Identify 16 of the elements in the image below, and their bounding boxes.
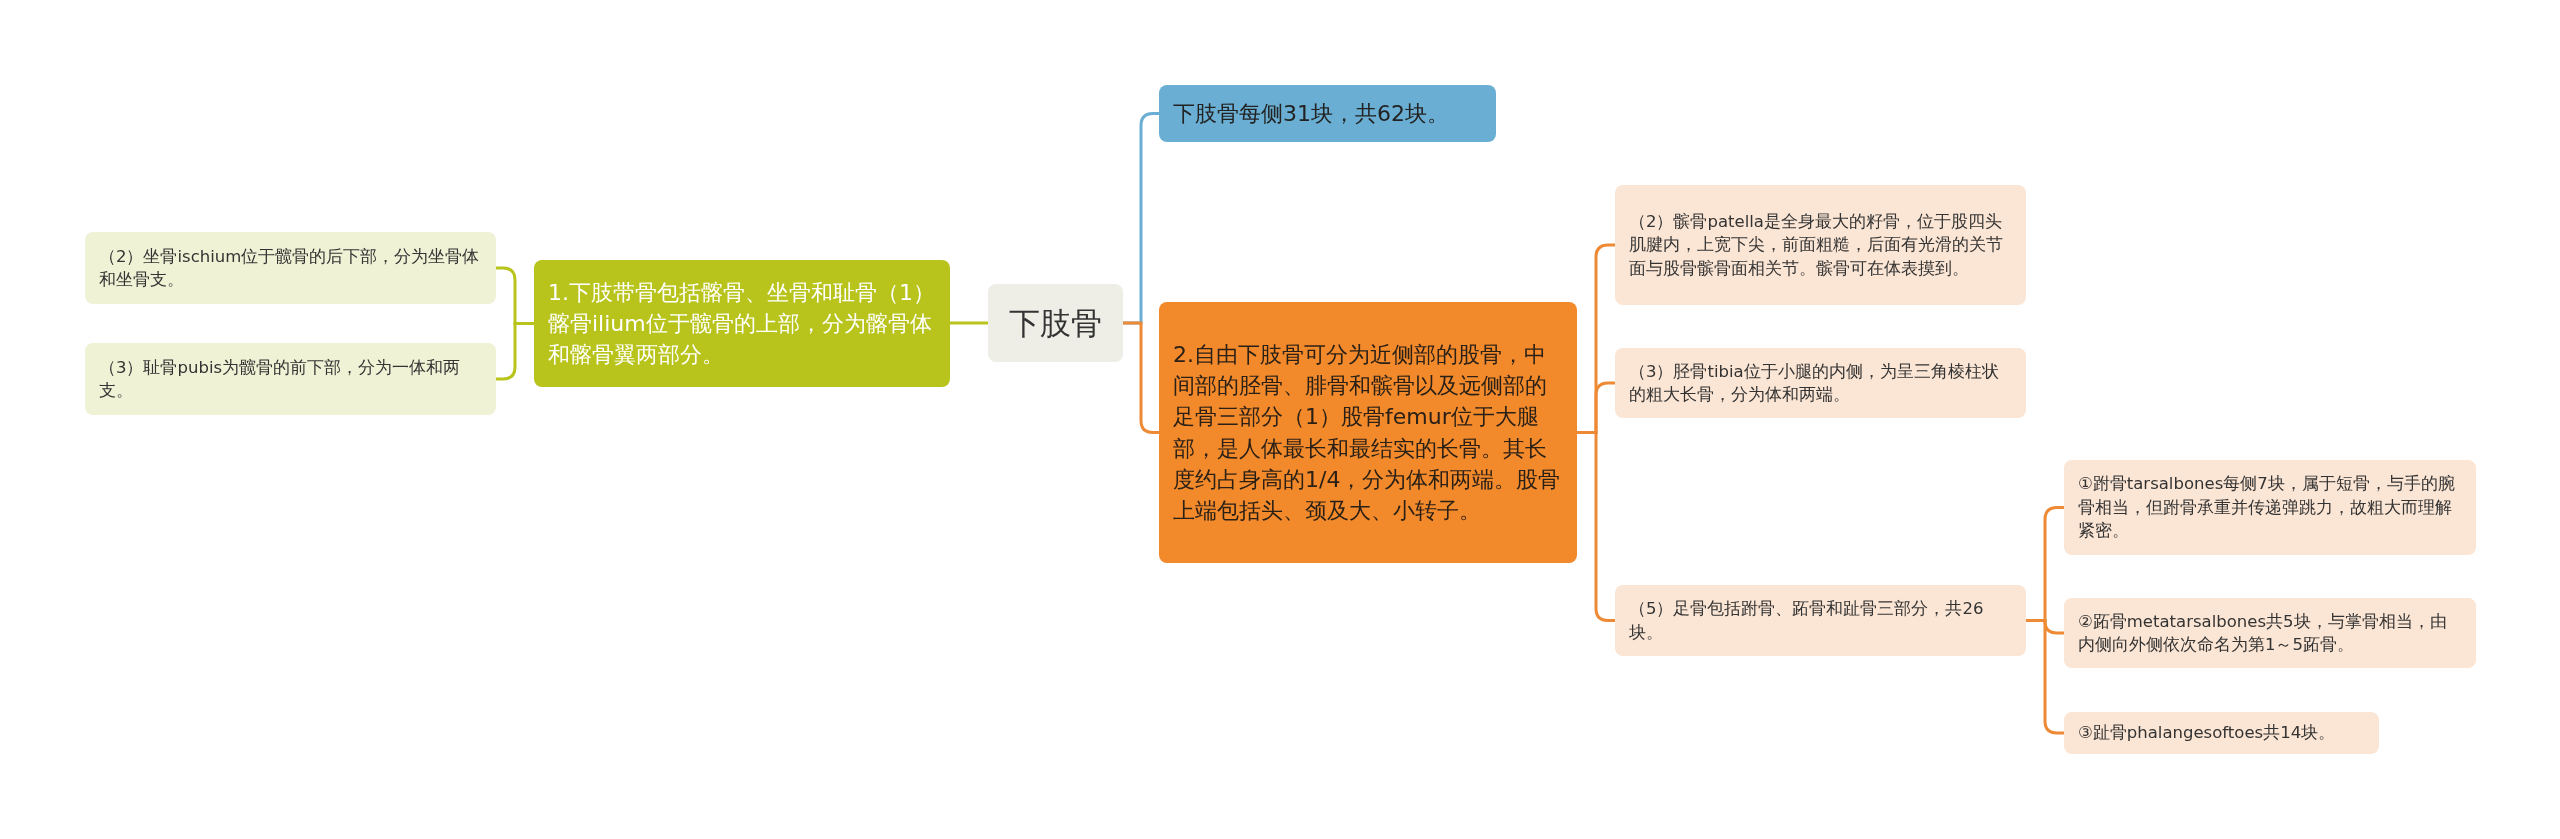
branch-box: 1.下肢带骨包括髂骨、坐骨和耻骨（1）髂骨ilium位于髋骨的上部，分为髂骨体和髂骨翼两部分。: [534, 260, 950, 387]
leaf-box: ③趾骨phalangesoftoes共14块。: [2064, 712, 2379, 754]
leaf-box: ②跖骨metatarsalbones共5块，与掌骨相当，由内侧向外侧依次命名为第1～5跖骨。: [2064, 598, 2476, 668]
leaf-box: ①跗骨tarsalbones每侧7块，属于短骨，与手的腕骨相当，但跗骨承重并传递弹跳力，故粗大而理解紧密。: [2064, 460, 2476, 555]
connector-line: [1577, 431, 1615, 622]
topic-box: 下肢骨: [988, 284, 1123, 362]
leaf-box: （2）坐骨ischium位于髋骨的后下部，分为坐骨体和坐骨支。: [85, 232, 496, 304]
leaf-box: （3）耻骨pubis为髋骨的前下部，分为一体和两支。: [85, 343, 496, 415]
leaf-box: （3）胫骨tibia位于小腿的内侧，为呈三角棱柱状的粗大长骨，分为体和两端。: [1615, 348, 2026, 418]
leaf-box: （2）髌骨patella是全身最大的籽骨，位于股四头肌腱内，上宽下尖，前面粗糙，后面有光滑的关节面与股骨髌骨面相关节。髌骨可在体表摸到。: [1615, 185, 2026, 305]
connector-line: [950, 321, 988, 325]
connector-line: [496, 322, 534, 381]
branch-box: 下肢骨每侧31块，共62块。: [1159, 85, 1496, 142]
branch-box: 2.自由下肢骨可分为近侧部的股骨，中间部的胫骨、腓骨和髌骨以及远侧部的足骨三部分（1）股骨femur位于大腿部，是人体最长和最结实的长骨。其长度约占身高的1/4，分为体和两端。股骨上端包括头、颈及大、小转子。: [1159, 302, 1577, 563]
leaf-box: （5）足骨包括跗骨、跖骨和趾骨三部分，共26块。: [1615, 585, 2026, 656]
connector-line: [2026, 619, 2064, 735]
